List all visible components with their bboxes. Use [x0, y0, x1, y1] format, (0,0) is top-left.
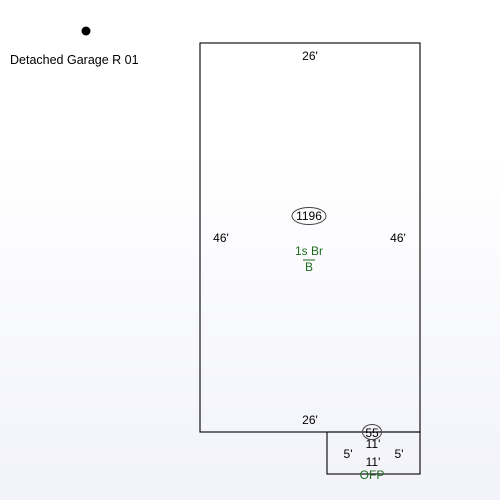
porch-top-dimension: 11'	[366, 437, 381, 451]
porch-bottom-dimension: 11'	[366, 455, 381, 469]
porch-area-value: 55	[365, 426, 379, 440]
building-label: Detached Garage R 01	[10, 53, 139, 67]
porch-area-oval	[362, 424, 382, 440]
main-area-code: 1s Br	[295, 244, 323, 258]
main-area-value: 1196	[296, 209, 322, 223]
main-area-oval	[291, 207, 327, 225]
main-top-dimension: 26'	[302, 49, 318, 63]
porch-area-code: OFP	[360, 468, 385, 482]
main-bottom-dimension: 26'	[302, 413, 318, 427]
main-area-outline[interactable]	[199, 42, 421, 433]
porch-right-dimension: 5'	[395, 447, 404, 461]
main-right-dimension: 46'	[390, 231, 406, 245]
main-area-code-sub: B	[305, 260, 313, 274]
main-left-dimension: 46'	[213, 231, 229, 245]
porch-area-outline[interactable]	[326, 431, 421, 475]
porch-left-dimension: 5'	[344, 447, 353, 461]
origin-marker-dot	[81, 26, 91, 36]
